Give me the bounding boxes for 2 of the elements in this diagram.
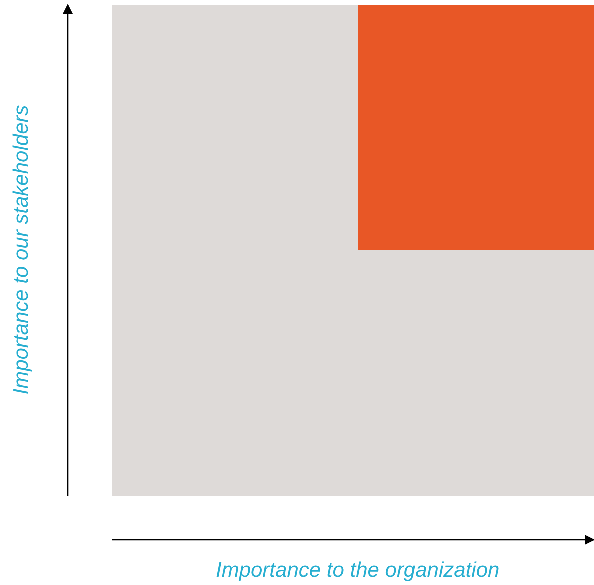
y-axis-label: Importance to our stakeholders — [10, 105, 34, 395]
x-axis-label: Importance to the organization — [216, 559, 500, 583]
